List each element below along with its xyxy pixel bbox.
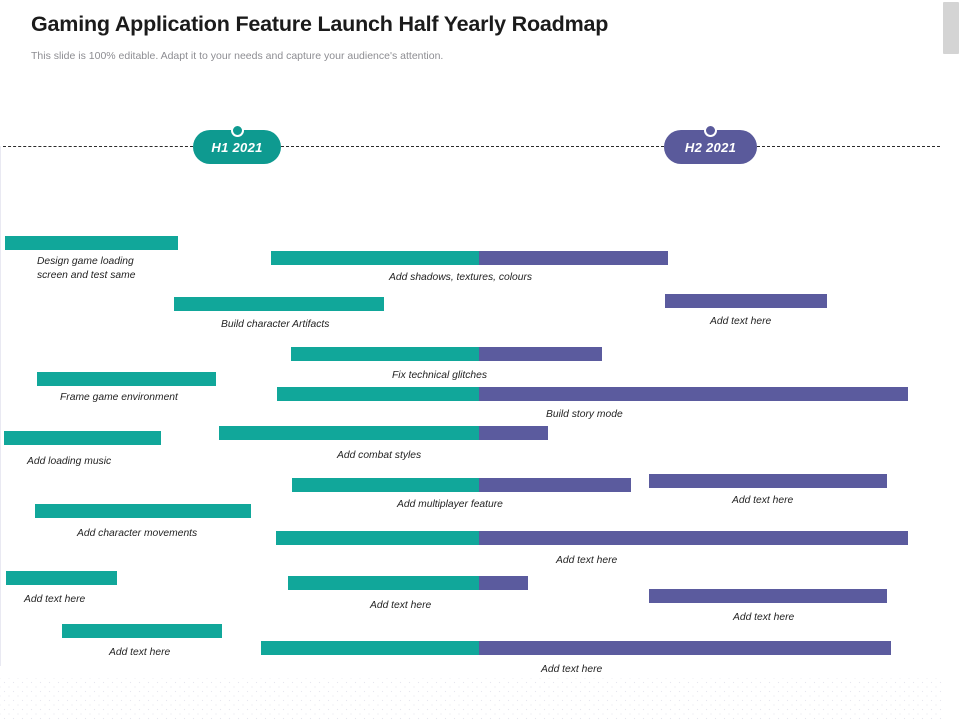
gantt-bar[interactable] — [4, 431, 161, 445]
gantt-segment-h2 — [665, 294, 827, 308]
gantt-segment-h1 — [271, 251, 479, 265]
timeline-milestone-h2-2021[interactable]: H2 2021 — [664, 130, 757, 164]
gantt-segment-h1 — [174, 297, 384, 311]
gantt-bar[interactable] — [288, 576, 528, 590]
timeline-dashed-line-left — [3, 146, 193, 147]
vertical-scrollbar-track[interactable] — [942, 0, 960, 720]
gantt-segment-h1 — [35, 504, 251, 518]
gantt-segment-h1 — [6, 571, 117, 585]
gantt-bar-label: Add text here — [732, 495, 794, 506]
gantt-segment-h2 — [479, 347, 602, 361]
gantt-bar-label: Design game loading screen and test same — [37, 256, 136, 281]
gantt-bar-label: Add multiplayer feature — [397, 499, 503, 510]
gantt-segment-h2 — [649, 474, 887, 488]
gantt-segment-h2 — [479, 576, 528, 590]
gantt-bar-label: Add text here — [733, 612, 795, 623]
gantt-bar-label: Add loading music — [27, 456, 112, 467]
gantt-bar-label: Add text here — [24, 594, 86, 605]
gantt-bar-label: Add text here — [109, 647, 171, 658]
gantt-bar[interactable] — [219, 426, 548, 440]
milestone-dot-icon — [230, 124, 244, 137]
gantt-segment-h1 — [276, 531, 479, 545]
gantt-bar-label: Build character Artifacts — [221, 319, 330, 330]
gantt-segment-h2 — [479, 531, 908, 545]
gantt-segment-h1 — [277, 387, 479, 401]
gantt-segment-h2 — [479, 478, 631, 492]
gantt-bar-label: Add character movements — [77, 528, 198, 539]
gantt-segment-h1 — [4, 431, 161, 445]
gantt-bar[interactable] — [292, 478, 631, 492]
gantt-bar[interactable] — [5, 236, 178, 250]
gantt-bar[interactable] — [649, 474, 887, 488]
gantt-segment-h1 — [292, 478, 479, 492]
gantt-bar[interactable] — [261, 641, 891, 655]
gantt-bar[interactable] — [277, 387, 908, 401]
gantt-segment-h1 — [288, 576, 479, 590]
gantt-segment-h1 — [261, 641, 479, 655]
gantt-bar-label: Build story mode — [546, 409, 623, 420]
gantt-bar-label: Add text here — [370, 600, 432, 611]
gantt-bar[interactable] — [271, 251, 668, 265]
gantt-bar-label: Add text here — [541, 664, 603, 675]
gantt-segment-h2 — [479, 387, 908, 401]
gantt-bar[interactable] — [62, 624, 222, 638]
gantt-segment-h2 — [649, 589, 887, 603]
gantt-bar[interactable] — [665, 294, 827, 308]
milestone-dot-icon — [704, 124, 717, 137]
footer-dot-pattern — [0, 678, 942, 720]
gantt-segment-h1 — [37, 372, 216, 386]
gantt-bar-label: Add shadows, textures, colours — [389, 272, 533, 283]
gantt-bar[interactable] — [276, 531, 908, 545]
half-year-divider — [0, 146, 1, 666]
gantt-segment-h2 — [479, 641, 891, 655]
gantt-bar-label: Fix technical glitches — [392, 370, 487, 381]
vertical-scrollbar-thumb[interactable] — [943, 2, 959, 54]
gantt-bar[interactable] — [6, 571, 117, 585]
gantt-bar-label: Frame game environment — [60, 392, 178, 403]
gantt-segment-h2 — [479, 426, 548, 440]
gantt-segment-h1 — [62, 624, 222, 638]
page-subtitle: This slide is 100% editable. Adapt it to… — [31, 50, 444, 62]
gantt-bar[interactable] — [291, 347, 602, 361]
gantt-bar[interactable] — [35, 504, 251, 518]
gantt-bar[interactable] — [174, 297, 384, 311]
page-title: Gaming Application Feature Launch Half Y… — [31, 12, 609, 36]
gantt-bar[interactable] — [37, 372, 216, 386]
gantt-segment-h2 — [479, 251, 668, 265]
gantt-segment-h1 — [291, 347, 479, 361]
timeline-dashed-line-middle — [281, 146, 664, 147]
gantt-bar[interactable] — [649, 589, 887, 603]
gantt-bar-label: Add text here — [556, 555, 618, 566]
gantt-bar-label: Add text here — [710, 316, 772, 327]
gantt-bar-label: Add combat styles — [337, 450, 422, 461]
timeline-dashed-line-right — [757, 146, 940, 147]
gantt-segment-h1 — [5, 236, 178, 250]
gantt-segment-h1 — [219, 426, 479, 440]
